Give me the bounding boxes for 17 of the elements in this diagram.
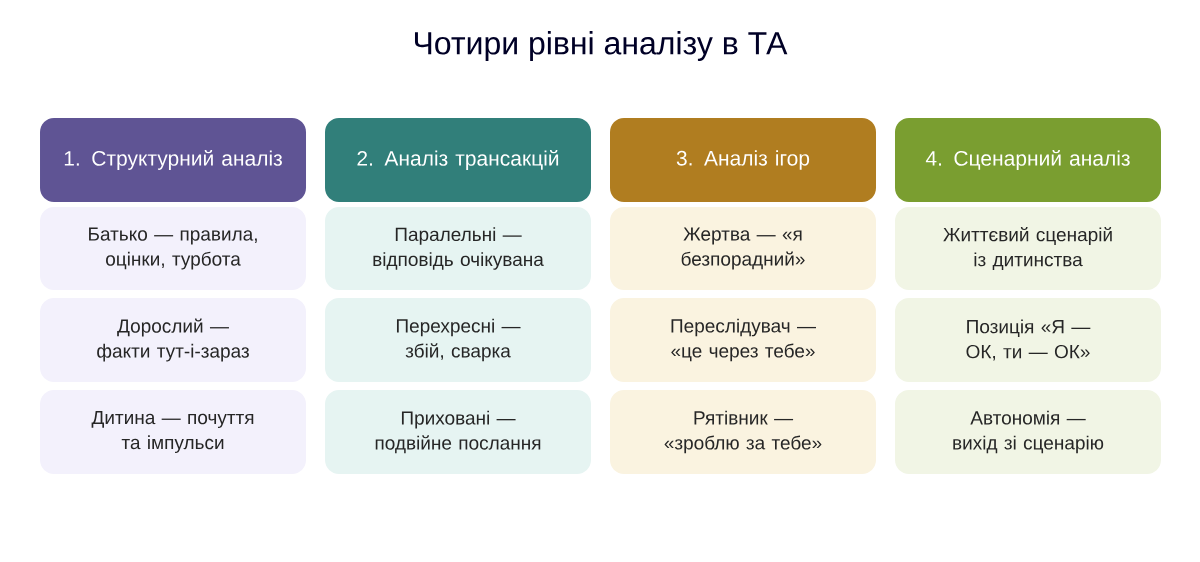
header-box: 1. Структурний аналіз (40, 118, 306, 202)
item-card: Рятівник — «зроблю за тебе» (610, 390, 876, 474)
item-card: Перехресні — збій, сварка (325, 298, 591, 382)
header-box: 3. Аналіз ігор (610, 118, 876, 202)
header-box: 4. Сценарний аналіз (895, 118, 1161, 202)
item-card: Переслідувач — «це через тебе» (610, 298, 876, 382)
item-card: Автономія — вихід зі сценарію (895, 390, 1161, 474)
item-card: Дитина — почуття та імпульси (40, 390, 306, 474)
item-card: Позиція «Я — ОК, ти — ОК» (895, 298, 1161, 382)
item-card: Жертва — «я безпорадний» (610, 207, 876, 290)
header-box: 2. Аналіз трансакцій (325, 118, 591, 202)
item-card: Паралельні — відповідь очікувана (325, 207, 591, 290)
item-card: Приховані — подвійне послання (325, 390, 591, 474)
title: Чотири рівні аналізу в ТА (415, 31, 788, 61)
item-card: Життєвий сценарій із дитинства (895, 207, 1161, 290)
item-card: Дорослий — факти тут-і-зараз (40, 298, 306, 382)
item-card: Батько — правила, оцінки, турбота (40, 207, 306, 290)
